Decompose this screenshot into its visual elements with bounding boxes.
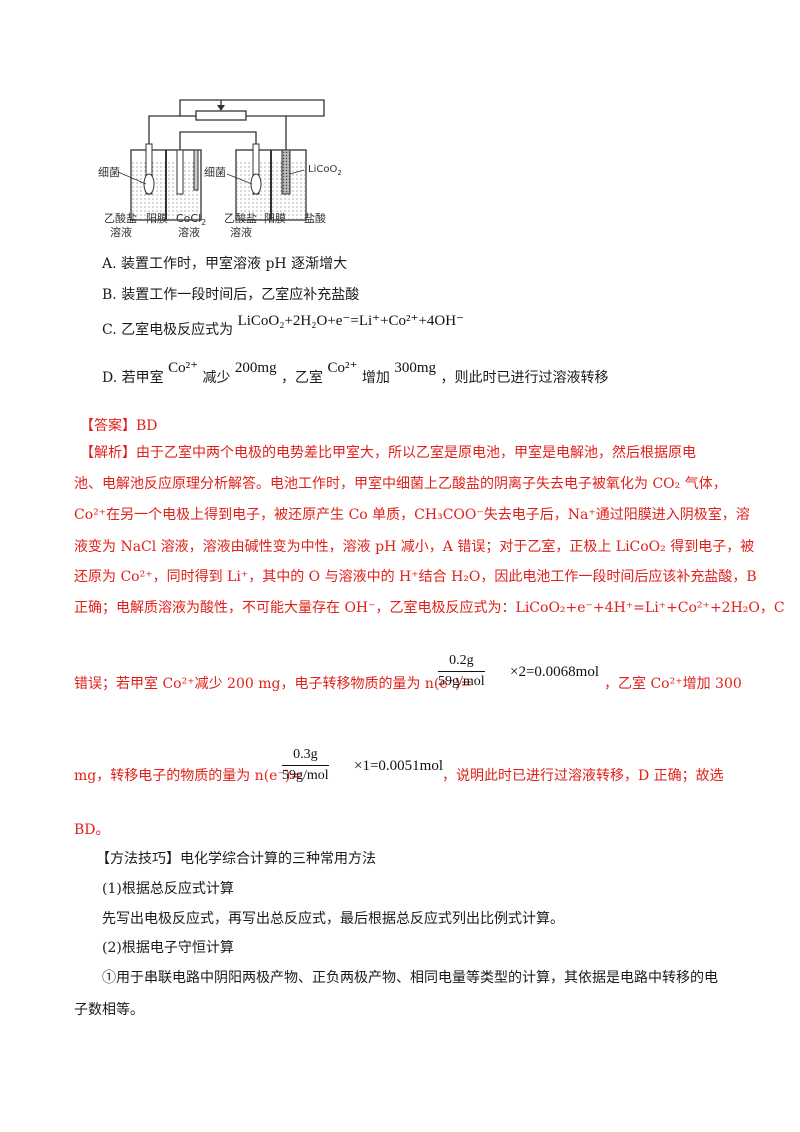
right-cell bbox=[235, 143, 307, 221]
method-title: 【方法技巧】电化学综合计算的三种常用方法 bbox=[96, 851, 376, 867]
answer: 【答案】BD bbox=[80, 418, 158, 434]
option-d-text-4: 增加 bbox=[361, 370, 390, 386]
analysis-line-2: 池、电解池反应原理分析解答。电池工作时，甲室中细菌上乙酸盐的阴离子失去电子被氧化… bbox=[74, 476, 727, 492]
method-step-2: (2)根据电子守恒计算 bbox=[102, 940, 234, 956]
label-cocl2-1: CoCl2 bbox=[176, 212, 206, 227]
option-d-300mg: 300mg bbox=[394, 360, 436, 376]
connecting-wire bbox=[179, 131, 257, 160]
fraction-2: 0.3g 59g/mol bbox=[282, 745, 329, 786]
label-cocl2-2: 溶液 bbox=[178, 225, 200, 239]
label-acetate-right-2: 溶液 bbox=[230, 225, 252, 239]
fraction-1: 0.2g 59g/mol bbox=[438, 651, 485, 692]
fraction-2-result: ×1=0.0051mol bbox=[354, 758, 444, 774]
label-acetate-left-1: 乙酸盐 bbox=[104, 211, 137, 225]
method-step-2-text-2: 子数相等。 bbox=[74, 1002, 144, 1018]
label-licoo2: LiCoO2 bbox=[308, 164, 342, 177]
option-d-co-ion: Co²⁺ bbox=[168, 360, 199, 376]
option-d-text-3: ，乙室 bbox=[281, 370, 324, 386]
left-cell bbox=[130, 143, 202, 221]
option-d-text-5: ，则此时已进行过溶液转移 bbox=[440, 370, 609, 386]
option-d: D. 若甲室 Co²⁺ 减少 200mg ，乙室 Co²⁺ 增加 300mg ，… bbox=[102, 360, 609, 388]
option-c: C. 乙室电极反应式为 LiCoO₂+2H₂O+e⁻=Li⁺+Co²⁺+4OH⁻ bbox=[102, 313, 464, 340]
label-bacteria-left: 细菌 bbox=[98, 166, 120, 179]
circuit-wire bbox=[148, 99, 325, 150]
label-bacteria-right: 细菌 bbox=[204, 166, 226, 179]
analysis-line-5: 还原为 Co²⁺，同时得到 Li⁺，其中的 O 与溶液中的 H⁺结合 H₂O，因… bbox=[74, 569, 757, 585]
option-b: B. 装置工作一段时间后，乙室应补充盐酸 bbox=[102, 287, 360, 303]
fraction-1-numerator: 0.2g bbox=[438, 651, 485, 672]
analysis-line-4: 液变为 NaCl 溶液，溶液由碱性变为中性，溶液 pH 减小，A 错误；对于乙室… bbox=[74, 539, 755, 555]
analysis-line-7a: 错误；若甲室 Co²⁺减少 200 mg，电子转移物质的量为 n(e⁻)= bbox=[74, 676, 473, 692]
resistor bbox=[195, 110, 247, 121]
fraction-1-denominator: 59g/mol bbox=[438, 674, 485, 689]
label-acetate-left-2: 溶液 bbox=[110, 225, 132, 239]
electrochemical-cell-diagram: 细菌 乙酸盐 溶液 阳膜 CoCl2 溶液 细菌 LiCoO2 乙酸盐 溶液 阳… bbox=[98, 99, 342, 239]
method-step-1: (1)根据总反应式计算 bbox=[102, 881, 234, 897]
option-d-text-2: 减少 bbox=[202, 370, 231, 386]
fraction-2-denominator: 59g/mol bbox=[282, 768, 329, 783]
method-step-1-text: 先写出电极反应式，再写出总反应式，最后根据总反应式列出比例式计算。 bbox=[102, 911, 564, 927]
analysis-line-7b: ，乙室 Co²⁺增加 300 bbox=[604, 676, 742, 692]
option-c-prefix: C. 乙室电极反应式为 bbox=[102, 322, 234, 338]
option-a: A. 装置工作时，甲室溶液 pH 逐渐增大 bbox=[102, 256, 348, 272]
analysis-line-9: BD。 bbox=[74, 822, 110, 838]
analysis-line-1: 【解析】由于乙室中两个电极的电势差比甲室大，所以乙室是原电池，甲室是电解池，然后… bbox=[80, 445, 696, 461]
method-step-2-text-1: ①用于串联电路中阴阳两极产物、正负两极产物、相同电量等类型的计算，其依据是电路中… bbox=[102, 970, 718, 986]
label-hcl: 盐酸 bbox=[304, 211, 326, 225]
label-membrane-right: 阳膜 bbox=[264, 212, 286, 225]
analysis-line-8a: mg，转移电子的物质的量为 n(e⁻)= bbox=[74, 768, 303, 784]
label-membrane-left: 阳膜 bbox=[146, 212, 168, 225]
analysis-line-3: Co²⁺在另一个电极上得到电子，被还原产生 Co 单质，CH₃COO⁻失去电子后… bbox=[74, 507, 750, 523]
fraction-2-numerator: 0.3g bbox=[282, 745, 329, 766]
analysis-line-6: 正确；电解质溶液为酸性，不可能大量存在 OH⁻，乙室电极反应式为：LiCoO₂+… bbox=[74, 600, 785, 616]
option-d-200mg: 200mg bbox=[234, 360, 277, 376]
fraction-1-result: ×2=0.0068mol bbox=[510, 664, 600, 680]
option-d-text-1: D. 若甲室 bbox=[102, 370, 164, 386]
option-c-formula: LiCoO₂+2H₂O+e⁻=Li⁺+Co²⁺+4OH⁻ bbox=[237, 313, 464, 329]
option-d-co-ion-2: Co²⁺ bbox=[327, 360, 358, 376]
label-acetate-right-1: 乙酸盐 bbox=[224, 211, 257, 225]
analysis-line-8b: ，说明此时已进行过溶液转移，D 正确；故选 bbox=[442, 768, 724, 784]
